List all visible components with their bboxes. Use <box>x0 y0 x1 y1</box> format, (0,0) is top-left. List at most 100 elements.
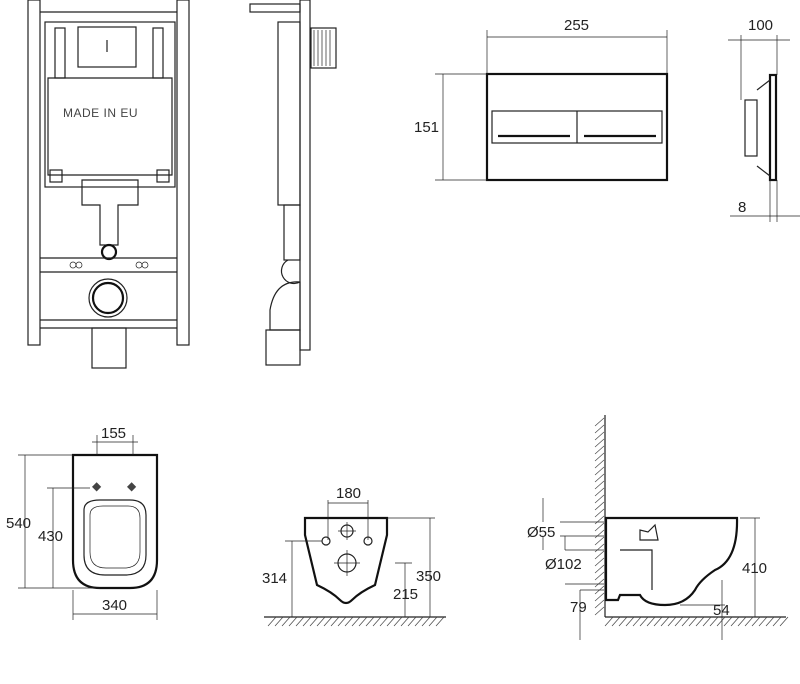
hatch-line <box>594 494 605 504</box>
hatch-line <box>594 501 605 511</box>
bowl-top-view: ◆ ◆ 155 540 430 340 <box>6 425 159 620</box>
bowl-front-view: 180 314 350 215 <box>262 485 446 627</box>
hatch-line <box>594 452 605 462</box>
hatch-line <box>674 616 684 627</box>
hatch-line <box>594 480 605 490</box>
hatch-line <box>765 616 775 627</box>
hatch-line <box>407 616 417 627</box>
bowl-length-dimension: 540 <box>6 515 31 532</box>
hatch-line <box>330 616 340 627</box>
hatch-line <box>709 616 719 627</box>
hatch-line <box>594 536 605 546</box>
hatch-line <box>737 616 747 627</box>
hatch-line <box>594 606 605 616</box>
hatch-line <box>316 616 326 627</box>
hatch-line <box>323 616 333 627</box>
hatch-line <box>386 616 396 627</box>
hatch-line <box>594 578 605 588</box>
hatch-line <box>295 616 305 627</box>
hatch-line <box>594 522 605 532</box>
plate-width-dimension: 255 <box>564 17 589 34</box>
hatch-line <box>594 466 605 476</box>
svg-text:◆: ◆ <box>92 479 102 493</box>
hatch-line <box>653 616 663 627</box>
hatch-line <box>667 616 677 627</box>
flush-plate-side: 100 8 <box>728 17 800 222</box>
hatch-line <box>723 616 733 627</box>
hatch-line <box>618 616 628 627</box>
outlet-height-79-dimension: 79 <box>570 599 587 616</box>
hatch-line <box>625 616 635 627</box>
hatch-line <box>594 599 605 609</box>
hatch-line <box>772 616 782 627</box>
made-in-eu-label: MADE IN EU <box>63 106 138 120</box>
hatch-line <box>358 616 368 627</box>
hatch-line <box>281 616 291 627</box>
hatch-line <box>594 487 605 497</box>
hatch-line <box>421 616 431 627</box>
hatch-line <box>594 438 605 448</box>
hatch-line <box>393 616 403 627</box>
hatch-line <box>594 473 605 483</box>
svg-text:◆: ◆ <box>127 479 137 493</box>
hatch-line <box>372 616 382 627</box>
hatch-line <box>744 616 754 627</box>
water-inlet-dimension: Ø55 <box>527 524 555 541</box>
hatch-line <box>594 424 605 434</box>
hatch-line <box>779 616 789 627</box>
hatch-line <box>702 616 712 627</box>
hatch-line <box>337 616 347 627</box>
flush-plate-front: 255 151 <box>414 17 669 182</box>
hatch-line <box>594 431 605 441</box>
installation-frame-front: MADE IN EU <box>27 0 190 369</box>
hatch-line <box>594 417 605 427</box>
bowl-inner-length-dimension: 430 <box>38 528 63 545</box>
hatch-line <box>751 616 761 627</box>
outlet-height-dimension: 215 <box>393 586 418 603</box>
bowl-side-view: Ø55 Ø102 79 54 410 <box>527 415 789 640</box>
hatch-line <box>428 616 438 627</box>
hatch-line <box>604 616 614 627</box>
hatch-line <box>594 550 605 560</box>
fixing-height-dimension: 314 <box>262 570 287 587</box>
hatch-line <box>309 616 319 627</box>
hatch-line <box>646 616 656 627</box>
hatch-line <box>594 557 605 567</box>
hatch-line <box>302 616 312 627</box>
outlet-diameter-dimension: Ø102 <box>545 556 582 573</box>
hatch-line <box>594 564 605 574</box>
hatch-line <box>611 616 621 627</box>
hatch-line <box>730 616 740 627</box>
bowl-width-dimension: 340 <box>102 597 127 614</box>
hatch-line <box>267 616 277 627</box>
hatch-line <box>594 571 605 581</box>
hatch-line <box>288 616 298 627</box>
hatch-line <box>274 616 284 627</box>
fixing-distance-dimension: 180 <box>336 485 361 502</box>
hatch-line <box>660 616 670 627</box>
plate-depth-dimension: 100 <box>748 17 773 34</box>
hatch-line <box>379 616 389 627</box>
hatch-line <box>681 616 691 627</box>
hatch-line <box>594 508 605 518</box>
hatch-line <box>695 616 705 627</box>
plate-height-dimension: 151 <box>414 119 439 136</box>
hatch-line <box>688 616 698 627</box>
hatch-line <box>594 445 605 455</box>
hatch-line <box>594 592 605 602</box>
hatch-line <box>414 616 424 627</box>
hatch-line <box>594 459 605 469</box>
hatch-line <box>594 529 605 539</box>
hatch-line <box>639 616 649 627</box>
seat-width-dimension: 155 <box>101 425 126 442</box>
hatch-line <box>594 543 605 553</box>
installation-frame-side <box>249 0 337 366</box>
hatch-line <box>351 616 361 627</box>
top-height-dimension: 350 <box>416 568 441 585</box>
plate-thickness-dimension: 8 <box>738 199 746 216</box>
hatch-line <box>594 515 605 525</box>
bowl-height-dimension: 410 <box>742 560 767 577</box>
hatch-line <box>632 616 642 627</box>
